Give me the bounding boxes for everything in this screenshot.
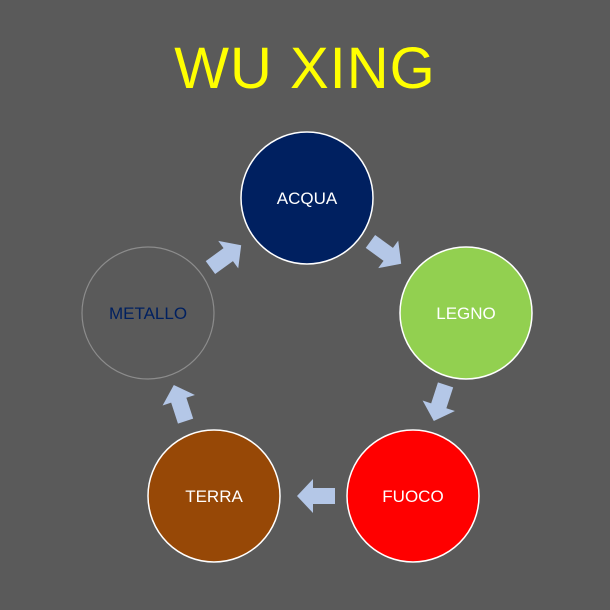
node-fuoco-circle [346, 429, 480, 563]
arrow-legno-to-fuoco-shape [422, 382, 455, 422]
arrow-legno-to-fuoco [422, 382, 455, 422]
arrow-terra-to-metallo-shape [162, 384, 195, 424]
node-metallo-label: METALLO [109, 304, 187, 323]
node-acqua-label: ACQUA [277, 189, 338, 208]
diagram-title: WU XING [174, 36, 436, 101]
node-metallo: METALLO [81, 246, 215, 380]
node-fuoco: FUOCO [346, 429, 480, 563]
node-terra-label: TERRA [185, 487, 243, 506]
node-terra: TERRA [147, 429, 281, 563]
node-legno-circle [399, 246, 533, 380]
arrow-metallo-to-acqua [205, 240, 242, 275]
node-terra-circle [147, 429, 281, 563]
arrow-acqua-to-legno-shape [365, 234, 402, 269]
arrow-acqua-to-legno [365, 234, 402, 269]
arrow-metallo-to-acqua-shape [205, 240, 242, 275]
node-acqua: ACQUA [240, 131, 374, 265]
node-legno-label: LEGNO [436, 304, 496, 323]
node-fuoco-label: FUOCO [382, 487, 443, 506]
node-acqua-circle [240, 131, 374, 265]
node-metallo-circle [81, 246, 215, 380]
node-legno: LEGNO [399, 246, 533, 380]
arrow-fuoco-to-terra [297, 479, 335, 513]
arrow-fuoco-to-terra-shape [297, 479, 335, 513]
arrow-terra-to-metallo [162, 384, 195, 424]
